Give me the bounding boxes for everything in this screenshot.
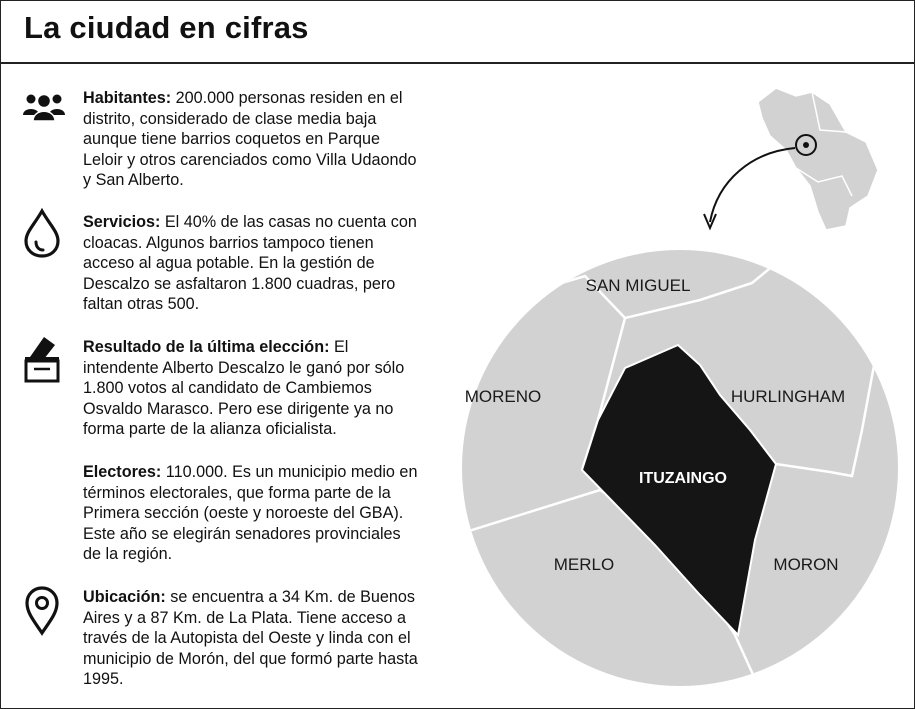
item-servicios: Servicios: El 40% de las casas no cuenta… xyxy=(83,212,423,315)
item-text: se encuentra a 34 Km. de Buenos Aires y … xyxy=(83,588,418,689)
item-text: 110.000. Es un municipio medio en términ… xyxy=(83,463,418,564)
district-map: SAN MIGUEL MORENO HURLINGHAM ITUZAINGO M… xyxy=(440,70,915,709)
item-label: Resultado de la última elección: xyxy=(83,338,330,356)
item-habitantes: Habitantes: 200.000 personas residen en … xyxy=(83,88,423,191)
region-label-ituzaingo: ITUZAINGO xyxy=(639,470,727,487)
locator-arrow xyxy=(709,147,796,223)
locator-map-shape xyxy=(757,87,879,231)
region-label-san-miguel: SAN MIGUEL xyxy=(586,276,691,295)
ballot-box-icon xyxy=(22,333,62,383)
water-drop-icon xyxy=(22,208,62,258)
people-icon xyxy=(22,92,66,124)
item-text: 200.000 personas residen en el distrito,… xyxy=(83,89,417,190)
item-resultado-eleccion: Resultado de la última elección: El inte… xyxy=(83,337,423,440)
region-label-hurlingham: HURLINGHAM xyxy=(731,387,845,406)
locator-circle xyxy=(795,134,817,156)
location-pin-icon xyxy=(24,585,60,637)
item-label: Habitantes: xyxy=(83,89,172,107)
item-label: Electores: xyxy=(83,463,162,481)
item-text: El 40% de las casas no cuenta con cloaca… xyxy=(83,213,417,314)
item-text: El intendente Alberto Descalzo le ganó p… xyxy=(83,338,405,439)
region-label-merlo: MERLO xyxy=(554,555,614,574)
item-label: Ubicación: xyxy=(83,588,166,606)
item-electores: Electores: 110.000. Es un municipio medi… xyxy=(83,462,423,565)
region-label-moreno: MORENO xyxy=(465,387,542,406)
page-title: La ciudad en cifras xyxy=(24,10,309,45)
ituzaingo-region xyxy=(580,343,778,638)
region-label-moron: MORON xyxy=(773,555,838,574)
item-label: Servicios: xyxy=(83,213,161,231)
item-ubicacion: Ubicación: se encuentra a 34 Km. de Buen… xyxy=(83,587,423,690)
header: La ciudad en cifras xyxy=(0,0,915,64)
